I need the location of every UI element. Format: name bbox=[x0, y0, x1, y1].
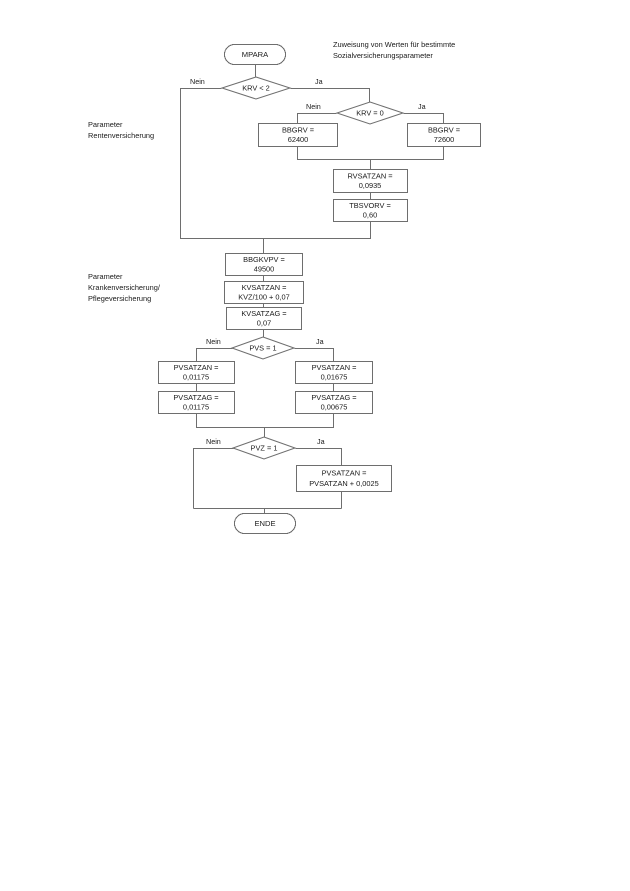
krv-lt-2-yes-label: Ja bbox=[315, 77, 323, 86]
edge-bbgrv-west-down bbox=[297, 146, 371, 160]
diagram-title: Zuweisung von Werten für bestimmte Sozia… bbox=[333, 40, 455, 60]
pvs-eq-1-no-label: Nein bbox=[206, 337, 221, 346]
node-bbgkvpv: BBGKVPV = 49500 bbox=[225, 253, 303, 276]
side-label-kvpv-line-3: Pflegeversicherung bbox=[88, 294, 151, 303]
krv-eq-0-label: KRV = 0 bbox=[356, 108, 384, 117]
edge-pvsatzag-nein-merge bbox=[196, 413, 265, 428]
pvsatzag-ja-shape bbox=[295, 391, 373, 414]
kvsatzag-line-1: KVSATZAG = bbox=[241, 309, 286, 318]
edge-krv0-ja bbox=[403, 113, 444, 124]
node-decision-pvs-eq-1: PVS = 1 Nein Ja bbox=[206, 336, 324, 360]
pvsatzan-nein-line-1: PVSATZAN = bbox=[174, 363, 219, 372]
edge-pvs-ja bbox=[294, 348, 334, 362]
pvsatzan-pvz-shape bbox=[296, 465, 392, 492]
pvsatzan-pvz-line-2: PVSATZAN + 0,0025 bbox=[309, 479, 379, 488]
edge-krv2-nein-bypass bbox=[180, 88, 264, 239]
node-pvsatzag-ja: PVSATZAG = 0,00675 bbox=[295, 391, 373, 414]
rvsatzan-line-1: RVSATZAN = bbox=[347, 171, 392, 180]
pvsatzag-ja-line-1: PVSATZAG = bbox=[311, 393, 356, 402]
diagram-title-line-1: Zuweisung von Werten für bestimmte bbox=[333, 40, 455, 49]
pvsatzan-ja-shape bbox=[295, 361, 373, 384]
pvsatzag-ja-line-2: 0,00675 bbox=[321, 402, 348, 411]
node-tbsvorv: TBSVORV = 0,60 bbox=[333, 199, 408, 222]
bbgrv-ost-line-2: 72600 bbox=[434, 135, 455, 144]
bbgkvpv-line-1: BBGKVPV = bbox=[243, 255, 285, 264]
kvsatzan-line-1: KVSATZAN = bbox=[242, 283, 287, 292]
side-label-rv-line-1: Parameter bbox=[88, 120, 123, 129]
rvsatzan-line-2: 0,0935 bbox=[359, 181, 382, 190]
end-terminator-shape bbox=[234, 513, 296, 534]
pvsatzan-ja-line-1: PVSATZAN = bbox=[312, 363, 357, 372]
node-pvsatzan-ja: PVSATZAN = 0,01675 bbox=[295, 361, 373, 384]
tbsvorv-line-2: 0,60 bbox=[363, 210, 377, 219]
bbgrv-west-shape bbox=[258, 123, 338, 147]
node-pvsatzan-pvz: PVSATZAN = PVSATZAN + 0,0025 bbox=[296, 465, 392, 492]
side-label-rentenversicherung: Parameter Rentenversicherung bbox=[88, 120, 154, 140]
bbgrv-west-line-2: 62400 bbox=[288, 135, 309, 144]
pvsatzag-nein-shape bbox=[158, 391, 235, 414]
rvsatzan-shape bbox=[333, 169, 408, 193]
node-rvsatzan: RVSATZAN = 0,0935 bbox=[333, 169, 408, 193]
pvs-eq-1-label: PVS = 1 bbox=[249, 343, 276, 352]
edges-layer bbox=[180, 64, 444, 514]
pvsatzan-pvz-line-1: PVSATZAN = bbox=[322, 468, 367, 477]
bbgrv-west-line-1: BBGRV = bbox=[282, 125, 314, 134]
tbsvorv-shape bbox=[333, 199, 408, 222]
krv-lt-2-diamond-shape bbox=[220, 76, 292, 100]
pvsatzan-ja-line-2: 0,01675 bbox=[321, 372, 348, 381]
tbsvorv-line-1: TBSVORV = bbox=[349, 201, 391, 210]
pvz-eq-1-yes-label: Ja bbox=[317, 437, 325, 446]
node-pvsatzag-nein: PVSATZAG = 0,01175 bbox=[158, 391, 235, 414]
edge-krv2-ja bbox=[290, 88, 370, 103]
bbgrv-ost-line-1: BBGRV = bbox=[428, 125, 460, 134]
pvz-eq-1-label: PVZ = 1 bbox=[251, 443, 278, 452]
node-kvsatzag: KVSATZAG = 0,07 bbox=[226, 307, 302, 330]
krv-eq-0-diamond-shape bbox=[335, 101, 405, 125]
side-label-kvpv-line-2: Krankenversicherung/ bbox=[88, 283, 161, 292]
pvs-eq-1-yes-label: Ja bbox=[316, 337, 324, 346]
node-decision-krv-lt-2: KRV < 2 Nein Ja bbox=[190, 76, 323, 100]
kvsatzag-line-2: 0,07 bbox=[257, 318, 271, 327]
node-end: ENDE bbox=[234, 513, 296, 534]
pvz-eq-1-diamond-shape bbox=[231, 436, 297, 460]
edge-krv0-nein bbox=[297, 113, 337, 124]
kvsatzan-shape bbox=[224, 281, 304, 304]
pvsatzag-nein-line-1: PVSATZAG = bbox=[173, 393, 218, 402]
pvsatzag-nein-line-2: 0,01175 bbox=[183, 402, 209, 411]
edge-pvz-nein bbox=[193, 448, 234, 509]
side-label-kvpv-line-1: Parameter bbox=[88, 272, 123, 281]
krv-lt-2-no-label: Nein bbox=[190, 77, 205, 86]
krv-eq-0-no-label: Nein bbox=[306, 102, 321, 111]
edge-bbgrv-ost-down bbox=[370, 146, 444, 160]
diagram-title-line-2: Sozialversicherungsparameter bbox=[333, 51, 433, 60]
side-label-kranken-pflegeversicherung: Parameter Krankenversicherung/ Pflegever… bbox=[88, 272, 161, 303]
pvs-eq-1-diamond-shape bbox=[230, 336, 296, 360]
pvsatzan-nein-line-2: 0,01175 bbox=[183, 372, 209, 381]
pvsatzan-nein-shape bbox=[158, 361, 235, 384]
bbgkvpv-shape bbox=[225, 253, 303, 276]
node-kvsatzan: KVSATZAN = KVZ/100 + 0,07 bbox=[224, 281, 304, 304]
edge-pvs-nein bbox=[196, 348, 233, 362]
pvz-eq-1-no-label: Nein bbox=[206, 437, 221, 446]
start-terminator-shape bbox=[224, 44, 286, 65]
kvsatzag-shape bbox=[226, 307, 302, 330]
node-decision-pvz-eq-1: PVZ = 1 Nein Ja bbox=[206, 436, 325, 460]
side-label-rv-line-2: Rentenversicherung bbox=[88, 131, 154, 140]
node-start: MPARA bbox=[224, 44, 286, 65]
node-pvsatzan-nein: PVSATZAN = 0,01175 bbox=[158, 361, 235, 384]
end-terminator-label: ENDE bbox=[254, 519, 275, 528]
edge-tbsvorv-to-main bbox=[263, 221, 371, 239]
krv-lt-2-label: KRV < 2 bbox=[242, 83, 270, 92]
bbgrv-ost-shape bbox=[407, 123, 481, 147]
node-decision-krv-eq-0: KRV = 0 Nein Ja bbox=[306, 101, 426, 125]
node-bbgrv-west: BBGRV = 62400 bbox=[258, 123, 338, 147]
node-bbgrv-ost: BBGRV = 72600 bbox=[407, 123, 481, 147]
krv-eq-0-yes-label: Ja bbox=[418, 102, 426, 111]
kvsatzan-line-2: KVZ/100 + 0,07 bbox=[238, 292, 290, 301]
start-terminator-label: MPARA bbox=[242, 50, 269, 59]
bbgkvpv-line-2: 49500 bbox=[254, 264, 275, 273]
edge-pvz-ja bbox=[295, 448, 342, 466]
edge-pvsatzag-ja-merge bbox=[264, 413, 334, 428]
